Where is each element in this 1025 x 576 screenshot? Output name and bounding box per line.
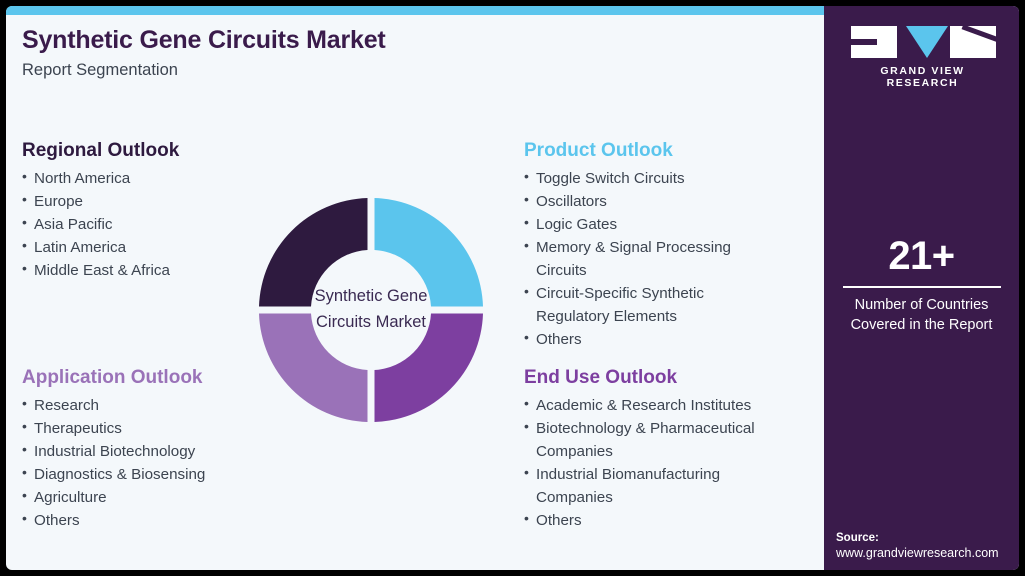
list-item: Circuit-Specific Synthetic xyxy=(524,281,814,305)
list-item: Latin America xyxy=(22,235,272,259)
list-item: Toggle Switch Circuits xyxy=(524,166,814,190)
stat-caption-line-2: Covered in the Report xyxy=(850,316,993,333)
list-item: Others xyxy=(524,508,819,532)
list-item-continuation: Regulatory Elements xyxy=(536,308,677,326)
logo-glyph-row xyxy=(845,26,1000,58)
list-item: Therapeutics xyxy=(22,416,272,440)
page-subtitle: Report Segmentation xyxy=(22,60,178,79)
list-item: Memory & Signal Processing xyxy=(524,235,814,259)
list-item: Others xyxy=(524,327,814,351)
accent-top-bar xyxy=(6,6,824,15)
list-item-continuation: Companies xyxy=(536,442,613,460)
logo-letter-v-icon xyxy=(906,26,948,58)
product-outlook-list: Toggle Switch Circuits Oscillators Logic… xyxy=(524,166,814,352)
enduse-outlook-block: End Use Outlook Academic & Research Inst… xyxy=(524,367,819,532)
logo-letter-r-icon xyxy=(950,26,996,58)
list-item: Diagnostics & Biosensing xyxy=(22,462,272,486)
stat-divider xyxy=(842,286,1001,288)
brand-panel xyxy=(824,6,1019,570)
segmentation-donut-chart: Synthetic Gene Circuits Market xyxy=(233,172,509,448)
page-title: Synthetic Gene Circuits Market xyxy=(22,26,386,54)
regional-outlook-title: Regional Outlook xyxy=(22,140,180,161)
application-outlook-list: Research Therapeutics Industrial Biotech… xyxy=(22,393,272,533)
list-item: North America xyxy=(22,166,272,190)
source-block: Source: www.grandviewresearch.com xyxy=(836,532,1021,560)
list-item: Biotechnology & Pharmaceutical xyxy=(524,416,819,440)
donut-slice-enduse xyxy=(374,313,483,422)
list-item: Research xyxy=(22,393,272,417)
stat-caption-line-1: Number of Countries xyxy=(854,297,989,313)
list-item: Logic Gates xyxy=(524,212,814,236)
enduse-outlook-title: End Use Outlook xyxy=(524,367,678,388)
list-item: Europe xyxy=(22,189,272,213)
application-outlook-block: Application Outlook Research Therapeutic… xyxy=(22,367,272,532)
product-outlook-title: Product Outlook xyxy=(524,140,673,161)
logo-wordmark: GRAND VIEW RESEARCH xyxy=(880,65,965,89)
logo-letter-g-icon xyxy=(851,26,897,58)
regional-outlook-list: North America Europe Asia Pacific Latin … xyxy=(22,166,272,282)
list-item: Middle East & Africa xyxy=(22,258,272,282)
donut-slice-application xyxy=(259,313,368,422)
list-item: Others xyxy=(22,508,272,532)
regional-outlook-block: Regional Outlook North America Europe As… xyxy=(22,140,272,282)
country-count-stat: 21+ Number of Countries Covered in the R… xyxy=(824,235,1019,335)
list-item: Asia Pacific xyxy=(22,212,272,236)
list-item: Agriculture xyxy=(22,485,272,509)
list-item-continuation: Circuits xyxy=(536,262,587,280)
source-url[interactable]: www.grandviewresearch.com xyxy=(836,546,999,560)
grand-view-research-logo: GRAND VIEW RESEARCH xyxy=(845,26,1000,89)
list-item: Oscillators xyxy=(524,189,814,213)
application-outlook-title: Application Outlook xyxy=(22,367,203,388)
stat-value: 21+ xyxy=(888,234,955,278)
list-item-continuation: Companies xyxy=(536,489,613,507)
source-label: Source: xyxy=(836,532,879,544)
donut-slice-product xyxy=(374,198,483,307)
donut-svg xyxy=(259,198,483,422)
stat-caption: Number of Countries Covered in the Repor… xyxy=(824,296,1019,335)
list-item: Academic & Research Institutes xyxy=(524,393,819,417)
list-item: Industrial Biomanufacturing xyxy=(524,462,819,486)
list-item: Industrial Biotechnology xyxy=(22,439,272,463)
header: Synthetic Gene Circuits Market Report Se… xyxy=(22,26,622,80)
donut-slice-regional xyxy=(259,198,368,307)
product-outlook-block: Product Outlook Toggle Switch Circuits O… xyxy=(524,140,814,352)
enduse-outlook-list: Academic & Research Institutes Biotechno… xyxy=(524,393,819,533)
